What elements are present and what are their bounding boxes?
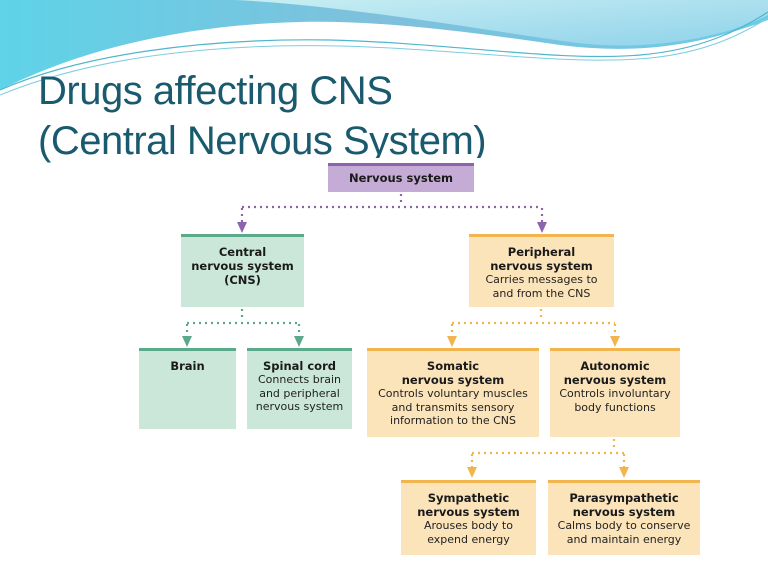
sympathetic-desc-line-1: Arouses body to [424,519,513,532]
cns-heading-line-3: (CNS) [224,273,261,287]
spinal-cord-desc-line-1: Connects brain [258,373,341,386]
spinal-cord-desc-line-2: and peripheral [259,386,340,400]
cns-heading-line-2: nervous system [191,259,294,273]
sympathetic-box: Sympathetic nervous system Arouses body … [401,480,536,555]
sympathetic-heading-line-2: nervous system [417,505,520,519]
slide-title-line-1: Drugs affecting CNS [38,69,393,113]
pns-desc-line-1: Carries messages to [485,273,598,286]
slide-title: Drugs affecting CNS (Central Nervous Sys… [38,66,487,166]
parasympathetic-heading-line-1: Parasympathetic [569,491,679,505]
pns-heading-line-1: Peripheral [507,245,576,259]
somatic-desc-line-3: information to the CNS [390,414,516,427]
cns-heading-line-1: Central [218,245,267,259]
autonomic-desc-line-1: Controls involuntary [559,387,671,400]
parasympathetic-box: Parasympathetic nervous system Calms bod… [548,480,700,555]
parasympathetic-heading-line-2: nervous system [572,505,676,519]
somatic-desc-line-1: Controls voluntary muscles [378,387,528,400]
pns-heading-line-2: nervous system [490,259,593,273]
brain-heading: Brain [170,359,205,373]
autonomic-box: Autonomic nervous system Controls involu… [550,348,680,437]
parasympathetic-desc-line-2: and maintain energy [566,532,682,546]
somatic-heading-line-2: nervous system [401,373,505,387]
autonomic-heading-line-1: Autonomic [580,359,650,373]
cns-box: Central nervous system (CNS) [181,234,304,307]
pns-box: Peripheral nervous system Carries messag… [469,234,614,307]
header-swoosh-decoration [0,0,768,96]
autonomic-heading-line-2: nervous system [563,373,667,387]
spinal-cord-heading: Spinal cord [263,359,336,373]
brain-box: Brain [139,348,236,429]
somatic-heading-line-1: Somatic [426,359,480,373]
sympathetic-desc-line-2: expend energy [427,532,510,546]
nervous-system-box: Nervous system [328,163,474,192]
spinal-cord-desc-line-3: nervous system [255,400,344,413]
sympathetic-heading-line-1: Sympathetic [427,491,510,505]
pns-desc-line-2: and from the CNS [492,286,591,300]
autonomic-desc-line-2: body functions [574,400,656,414]
slide-title-line-2: (Central Nervous System) [38,119,487,163]
somatic-desc-line-2: and transmits sensory [391,400,515,414]
somatic-box: Somatic nervous system Controls voluntar… [367,348,539,437]
nervous-system-heading: Nervous system [349,171,453,185]
spinal-cord-box: Spinal cord Connects brain and periphera… [247,348,352,429]
parasympathetic-desc-line-1: Calms body to conserve [557,519,691,532]
